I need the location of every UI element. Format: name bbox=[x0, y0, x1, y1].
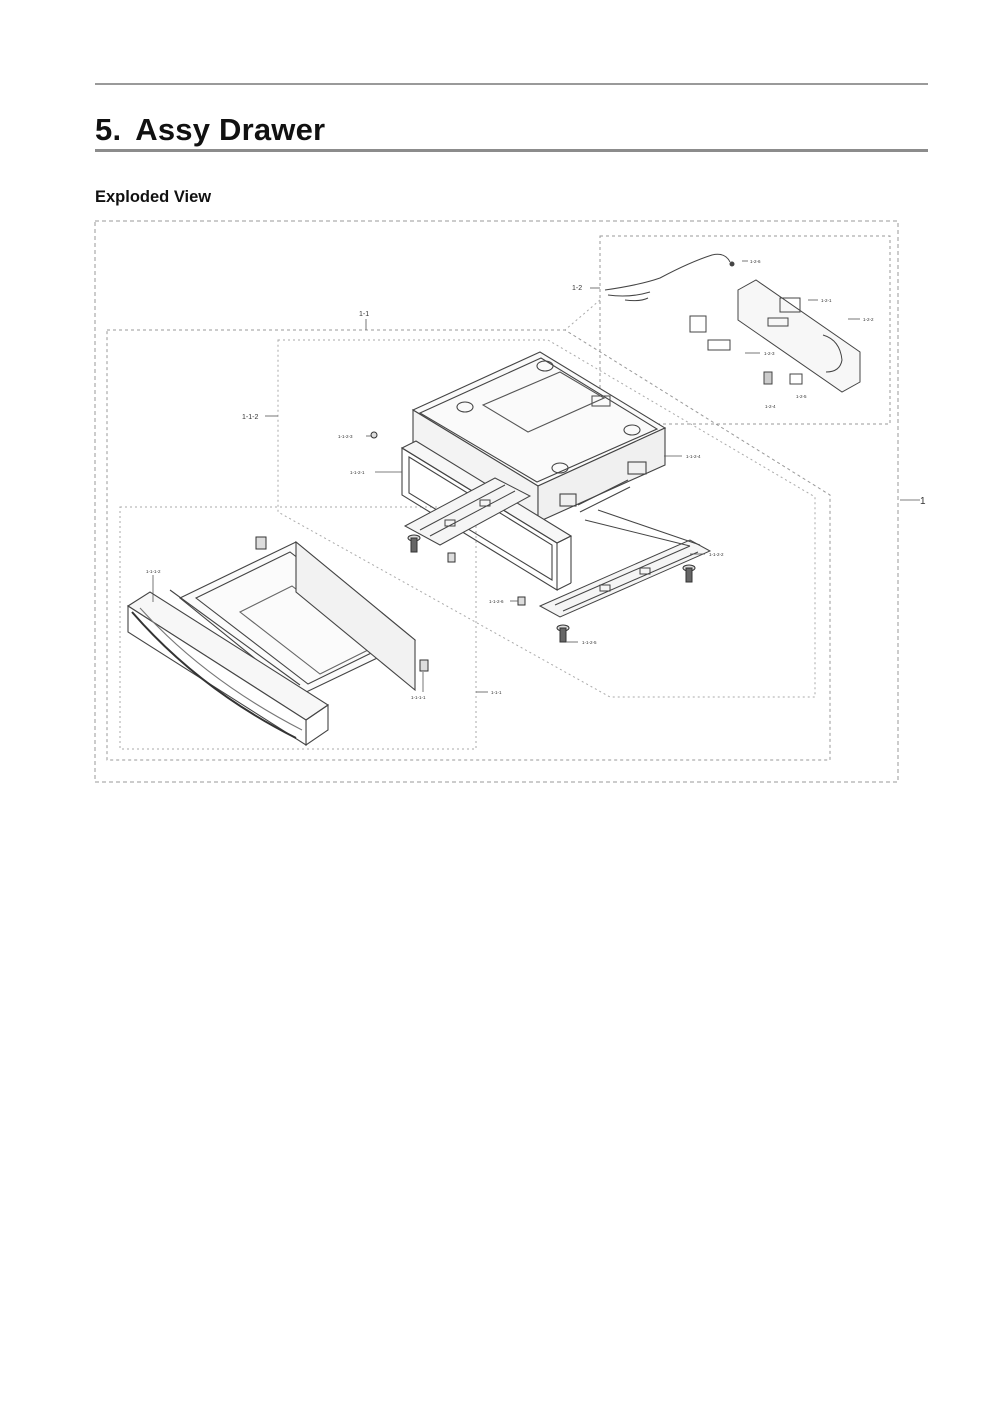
callout-1-1-1: 1-1-1 bbox=[491, 690, 502, 695]
subtitle: Exploded View bbox=[95, 188, 212, 206]
bracket-part bbox=[689, 279, 861, 393]
callout-1-1-2-2: 1-1-2-2 bbox=[709, 552, 724, 557]
callout-1-2-6: 1-2-6 bbox=[750, 259, 761, 264]
assy-1-frame bbox=[94, 220, 899, 783]
callout-1-2-3: 1-2-3 bbox=[764, 351, 775, 356]
section-number: 5. bbox=[95, 112, 122, 147]
callout-1-2-5: 1-2-5 bbox=[796, 394, 807, 399]
callout-1-1-2-5: 1-1-2-5 bbox=[582, 640, 597, 645]
top-rule bbox=[95, 83, 928, 85]
drawer-part bbox=[126, 540, 417, 747]
callout-1-1-1-2: 1-1-1-2 bbox=[146, 569, 161, 574]
callout-1-1-2-4: 1-1-2-4 bbox=[686, 454, 701, 459]
callout-1-1-2-1: 1-1-2-1 bbox=[350, 470, 365, 475]
leader-lines bbox=[152, 260, 920, 693]
callout-1-1-1-1: 1-1-1-1 bbox=[411, 695, 426, 700]
callout-1-1-2-6: 1-1-2-6 bbox=[489, 599, 504, 604]
callout-1-1: 1-1 bbox=[359, 311, 369, 318]
section-title-text: Assy Drawer bbox=[135, 112, 326, 147]
assy-1-1-frame bbox=[106, 329, 831, 761]
drawer-housing-part bbox=[411, 351, 667, 523]
callout-1-2: 1-2 bbox=[572, 285, 582, 292]
assy-1-1-2-frame bbox=[277, 339, 816, 698]
title-underline bbox=[95, 149, 928, 152]
screw-parts bbox=[255, 431, 696, 672]
callout-1-1-2: 1-1-2 bbox=[242, 414, 258, 421]
assy-1-2-frame bbox=[599, 235, 891, 425]
assy-1-1-1-frame bbox=[119, 506, 477, 750]
callout-1-2-2: 1-2-2 bbox=[863, 317, 874, 322]
section-title: 5. Assy Drawer bbox=[95, 110, 325, 150]
slide-rail-part bbox=[403, 477, 712, 618]
callout-1-1-2-3: 1-1-2-3 bbox=[338, 434, 353, 439]
callout-1-2-4: 1-2-4 bbox=[765, 404, 776, 409]
callout-1: 1 bbox=[920, 496, 926, 507]
callout-1-2-1: 1-2-1 bbox=[821, 298, 832, 303]
wire-harness-part bbox=[604, 253, 735, 302]
frame-connector bbox=[564, 299, 601, 331]
